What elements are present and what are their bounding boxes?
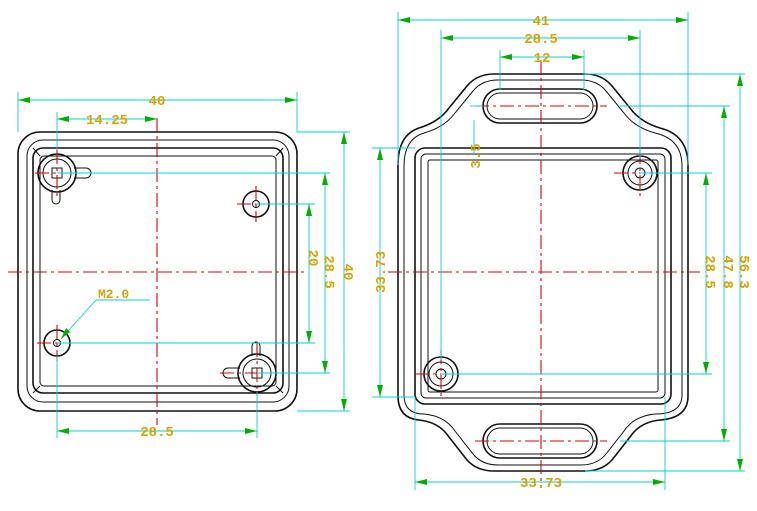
left-dim-hole-spacing-bottom-label: 28.5 bbox=[140, 425, 174, 441]
left-dim-height-40-label: 40 bbox=[339, 264, 355, 281]
left-dim-height-28-5-label: 28.5 bbox=[320, 255, 336, 289]
right-dim-slot-length: 12 bbox=[499, 50, 585, 90]
right-dim-flange-span-label: 47.8 bbox=[719, 255, 735, 289]
right-dim-total-width-label: 41 bbox=[533, 14, 550, 30]
right-dim-slot-offset: 3.5 bbox=[469, 105, 485, 169]
right-inner-outline bbox=[414, 147, 672, 405]
left-boss-top-left bbox=[37, 153, 92, 205]
right-view: 41 28.5 12 3.5 bbox=[372, 12, 751, 492]
right-dim-body-height: 33.73 bbox=[372, 147, 415, 398]
left-mid-outline bbox=[26, 139, 290, 403]
left-dim-width: 40 bbox=[17, 92, 298, 132]
left-dim-height-28-5: 28.5 bbox=[320, 173, 336, 373]
right-dim-hole-spacing-label: 28.5 bbox=[701, 255, 717, 289]
left-dim-hole-spacing-bottom: 28.5 bbox=[56, 356, 258, 441]
left-view: 40 14.25 28.5 20 bbox=[8, 92, 355, 441]
right-dim-total-height: 56.3 bbox=[735, 74, 751, 471]
right-dim-slot-offset-label: 3.5 bbox=[469, 143, 485, 168]
right-dim-body-width: 33.73 bbox=[414, 397, 666, 492]
left-dim-height-20: 20 bbox=[304, 204, 320, 343]
right-dim-flange-span: 47.8 bbox=[719, 106, 735, 441]
left-dim-width-label: 40 bbox=[149, 94, 166, 110]
right-dim-flange-width-label: 28.5 bbox=[524, 32, 558, 48]
left-dim-height-20-label: 20 bbox=[304, 250, 320, 267]
right-dim-slot-length-label: 12 bbox=[534, 51, 551, 67]
left-note-thread: M2.0 bbox=[60, 287, 150, 340]
right-dim-body-height-label: 33.73 bbox=[374, 251, 390, 293]
left-note-thread-label: M2.0 bbox=[98, 287, 129, 302]
left-floor-outline bbox=[39, 155, 277, 387]
left-dim-hole-offset-label: 14.25 bbox=[86, 113, 128, 129]
left-dim-hole-offset: 14.25 bbox=[56, 112, 157, 150]
left-boss-bottom-right bbox=[222, 341, 277, 393]
right-dim-total-width: 41 bbox=[397, 12, 689, 165]
right-dim-hole-spacing: 28.5 bbox=[701, 173, 717, 374]
right-dim-flange-width: 28.5 bbox=[440, 30, 641, 360]
left-dim-height-40: 40 bbox=[339, 132, 355, 411]
right-dim-total-height-label: 56.3 bbox=[735, 255, 751, 289]
left-inner-outline bbox=[32, 147, 284, 394]
right-dim-body-width-label: 33.73 bbox=[520, 476, 562, 492]
